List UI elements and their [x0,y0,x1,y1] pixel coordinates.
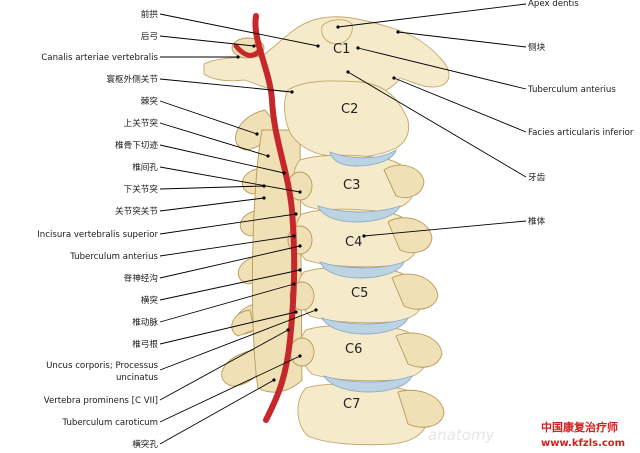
label-arcus-anterior: 前拱 [141,8,159,20]
label-tuberculum-caroticum: Tuberculum caroticum [62,418,158,428]
watermark-site-name: 中国康复治疗师 [541,420,618,434]
label-inferior-articular-process: 下关节突 [124,183,159,195]
label-zygapophyseal-joint: 关节突关节 [115,205,158,217]
label-pedicle: 椎弓根 [132,338,158,350]
label-tuberculum-anterius-right: Tuberculum anterius [527,85,616,95]
vertebra-label-c5: C5 [351,286,368,301]
label-uncus-corporis-line2: uncinatus [116,373,159,383]
label-inferior-vertebral-notch: 椎骨下切迹 [115,139,158,151]
label-spinal-nerve-groove: 脊神经沟 [124,272,158,284]
label-apex-dentis: Apex dentis [528,0,579,9]
label-transverse-foramen: 横突孔 [132,438,158,450]
label-transverse-process: 横突 [141,294,159,306]
vertebra-label-c7: C7 [343,397,360,412]
watermark-logo: anatomy [428,426,496,444]
label-incisura-vertebralis-superior: Incisura vertebralis superior [37,230,158,240]
vertebra-label-c3: C3 [343,178,360,193]
label-canalis-arteriae-vertebralis: Canalis arteriae vertebralis [41,53,158,63]
label-spinous-process: 棘突 [141,95,159,107]
watermark: anatomy 中国康复治疗师 www.kfzls.com [428,420,625,449]
vertebra-label-c4: C4 [345,235,362,250]
label-vertebral-artery: 椎动脉 [132,316,158,328]
watermark-site-url: www.kfzls.com [541,438,625,449]
label-superior-articular-process: 上关节突 [124,117,159,129]
label-vertebra-prominens: Vertebra prominens [C VII] [44,396,158,406]
label-intervertebral-foramen: 椎间孔 [132,161,158,173]
label-uncus-corporis-line1: Uncus corporis; Processus [46,361,158,371]
label-facies-articularis-inferior: Facies articularis inferior [528,128,634,138]
label-dens: 牙齿 [528,172,546,183]
label-arcus-posterior: 后弓 [141,31,158,42]
label-lateral-atlantoaxial-joint: 寰枢外侧关节 [106,73,158,85]
vertebra-label-c6: C6 [345,342,362,357]
label-tuberculum-anterius-left: Tuberculum anterius [69,252,158,262]
vertebra-label-c2: C2 [341,102,358,117]
label-vertebral-body: 椎体 [528,215,546,227]
vertebra-label-c1: C1 [333,42,350,57]
label-lateral-mass: 侧块 [528,41,546,53]
spine-illustration [204,16,449,445]
